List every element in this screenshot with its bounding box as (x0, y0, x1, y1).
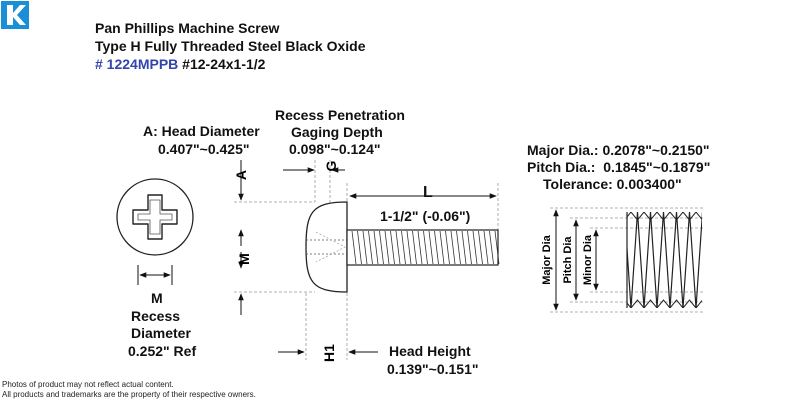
minor-dia-label: Minor Dia (582, 234, 594, 285)
part-number: # 1224MPPB (95, 56, 179, 72)
head-diameter-dimension: A M (233, 160, 315, 315)
major-diameter-spec: Major Dia.: 0.2078"~0.2150" (527, 142, 710, 158)
thread-detail-view: Major Dia Pitch Dia Minor Dia (541, 207, 705, 313)
tolerance-spec: Tolerance: 0.003400" (543, 176, 682, 192)
footer-trademark: All products and trademarks are the prop… (2, 390, 256, 399)
head-height-letter: H1 (321, 344, 337, 362)
recess-diameter-line2: Diameter (131, 325, 191, 341)
recess-penetration-value: 0.098"~0.124" (289, 141, 381, 157)
product-name: Pan Phillips Machine Screw (95, 20, 280, 36)
length-dimension (346, 183, 499, 230)
head-height-value: 0.139"~0.151" (387, 361, 479, 377)
phillips-recess-icon (132, 194, 178, 240)
gaging-depth-label: Gaging Depth (291, 124, 383, 140)
recess-diameter-side-letter: M (236, 253, 252, 265)
major-dia-label: Major Dia (541, 234, 553, 284)
recess-diameter-line1: Recess (131, 308, 181, 324)
thread-lines (351, 230, 500, 265)
head-diameter-letter: A (233, 170, 249, 180)
head-height-label: Head Height (389, 343, 471, 359)
product-part-line: # 1224MPPB #12-24x1-1/2 (95, 56, 265, 72)
recess-depth-letter: G (323, 160, 339, 171)
product-type: Type H Fully Threaded Steel Black Oxide (95, 38, 366, 54)
recess-diameter-letter: M (151, 290, 163, 306)
recess-diameter-value: 0.252" Ref (128, 343, 197, 359)
pitch-diameter-spec: Pitch Dia.: 0.1845"~0.1879" (527, 159, 711, 175)
screw-side-view (305, 201, 500, 293)
pitch-dia-label: Pitch Dia (562, 236, 574, 284)
footer-disclaimer: Photos of product may not reflect actual… (2, 380, 174, 389)
head-diameter-value: 0.407"~0.425" (158, 141, 250, 157)
recess-diameter-dimension (137, 265, 173, 285)
length-letter: L (423, 184, 433, 201)
recess-penetration-label: Recess Penetration (275, 107, 405, 123)
thread-profile (627, 212, 702, 308)
part-size: #12-24x1-1/2 (182, 56, 266, 72)
length-value: 1-1/2" (-0.06") (380, 208, 471, 224)
head-height-dimension: H1 (278, 293, 378, 362)
head-diameter-label: A: Head Diameter (143, 123, 260, 139)
k-logo-icon (1, 1, 29, 29)
screw-head-top-view (116, 178, 194, 256)
